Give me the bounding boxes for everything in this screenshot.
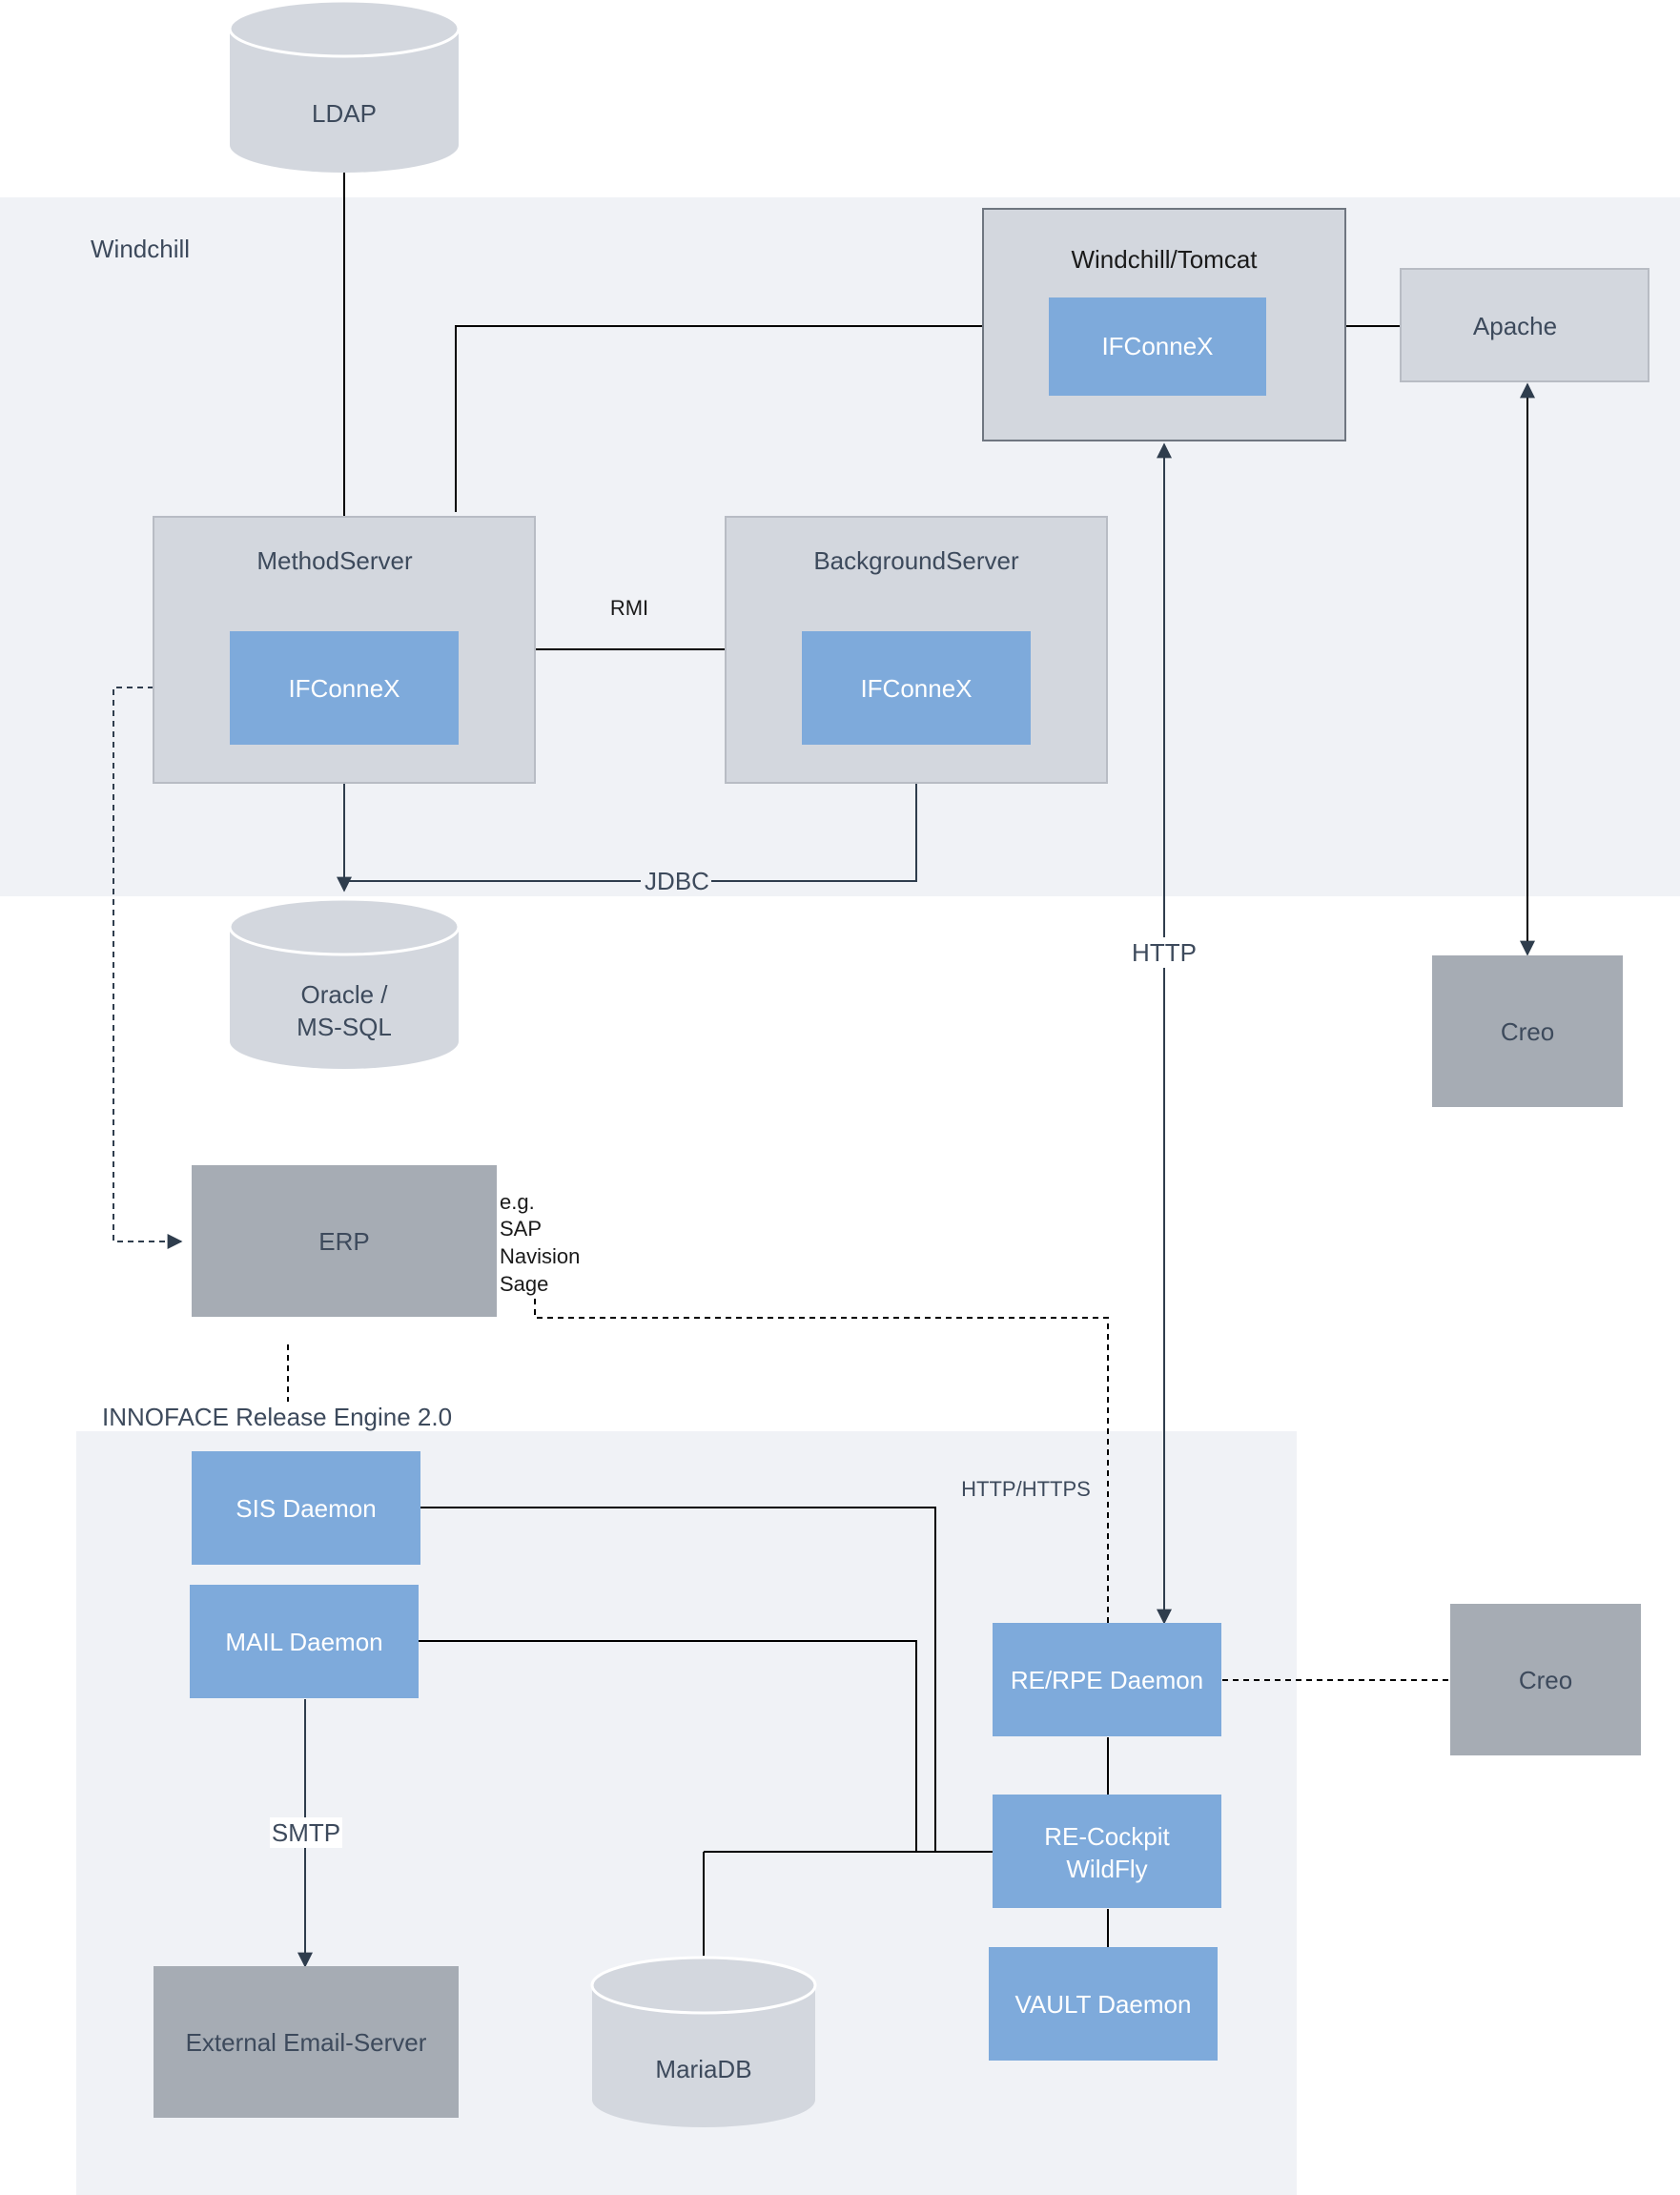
oracle-mssql-database[interactable]: Oracle / MS-SQL [228,897,461,1069]
http-label-bg [1125,937,1203,968]
ifconnex-background-label: IFConneX [860,674,972,703]
creo-top-label: Creo [1501,1017,1554,1046]
re-cockpit-label-line2: WildFly [1066,1855,1147,1883]
vault-daemon-node[interactable]: VAULT Daemon [989,1947,1218,2061]
dashed-connectors [113,687,1450,1681]
method-server-label: MethodServer [256,546,413,575]
mail-daemon-node[interactable]: MAIL Daemon [190,1585,419,1698]
windchill-region-label: Windchill [91,235,190,263]
re-rpe-daemon-label: RE/RPE Daemon [1011,1666,1203,1694]
ifconnex-method-module[interactable] [230,631,459,745]
oracle-label-line1: Oracle / [300,980,388,1009]
vault-daemon-label: VAULT Daemon [1015,1990,1192,2019]
erp-label: ERP [318,1227,369,1256]
rmi-edge-label: RMI [610,596,648,620]
sis-connector-line [420,1507,936,1852]
ldap-label: LDAP [312,99,377,128]
mariadb-database[interactable]: MariaDB [590,1956,817,2127]
creo-bottom-label: Creo [1519,1666,1572,1694]
method-server-node[interactable]: MethodServer IFConneX [153,516,536,784]
re-cockpit-node[interactable]: RE-Cockpit WildFly [993,1795,1221,1908]
apache-label: Apache [1473,312,1557,340]
http-https-edge-label: HTTP/HTTPS [961,1477,1091,1501]
erp-examples-note: e.g. SAP Navision Sage [500,1190,580,1296]
jdbc-label-bg [641,866,711,896]
windchill-tomcat-label: Windchill/Tomcat [1071,245,1258,274]
ifconnex-tomcat-module[interactable] [1049,297,1266,396]
ifconnex-method-label: IFConneX [288,674,400,703]
external-email-server-node[interactable]: External Email-Server [154,1966,459,2118]
ifconnex-tomcat-label: IFConneX [1101,332,1213,360]
sis-daemon-node[interactable]: SIS Daemon [192,1451,420,1565]
release-engine-region-label: INNOFACE Release Engine 2.0 [102,1403,452,1431]
mail-daemon-label: MAIL Daemon [225,1628,382,1656]
smtp-label-bg [270,1817,342,1848]
background-server-node[interactable]: BackgroundServer IFConneX [725,516,1108,784]
methodserver-tomcat-line [455,325,983,512]
jdbc-lines [337,784,917,892]
erp-note-line2: SAP [500,1217,542,1241]
ifconnex-background-module[interactable] [802,631,1031,745]
method-erp-dashed-line [113,687,183,1249]
jdbc-background-line [344,784,917,882]
mariadb-label: MariaDB [655,2055,751,2083]
erp-note-line3: Navision [500,1244,580,1268]
re-rpe-daemon-node[interactable]: RE/RPE Daemon [993,1623,1221,1736]
oracle-label-line2: MS-SQL [297,1013,392,1041]
erp-node[interactable]: ERP [192,1165,497,1317]
creo-bottom-node[interactable]: Creo [1450,1604,1641,1755]
http-edge-label: HTTP [1132,938,1197,967]
apache-node[interactable]: Apache [1400,268,1649,382]
jdbc-edge-label: JDBC [645,867,709,895]
windchill-tomcat-node[interactable]: Windchill/Tomcat IFConneX [982,208,1346,441]
erp-rerpe-dashed-line [534,1299,1109,1623]
ldap-database[interactable]: LDAP [228,0,461,173]
background-server-label: BackgroundServer [813,546,1019,575]
creo-top-node[interactable]: Creo [1432,955,1623,1107]
mail-connector-line [419,1640,917,1852]
sis-daemon-label: SIS Daemon [236,1494,376,1523]
smtp-edge-label: SMTP [272,1818,340,1847]
erp-note-line1: e.g. [500,1190,535,1214]
external-email-server-label: External Email-Server [186,2028,427,2057]
re-cockpit-label-line1: RE-Cockpit [1044,1822,1170,1851]
erp-note-line4: Sage [500,1272,548,1296]
connectors [343,172,1401,1956]
